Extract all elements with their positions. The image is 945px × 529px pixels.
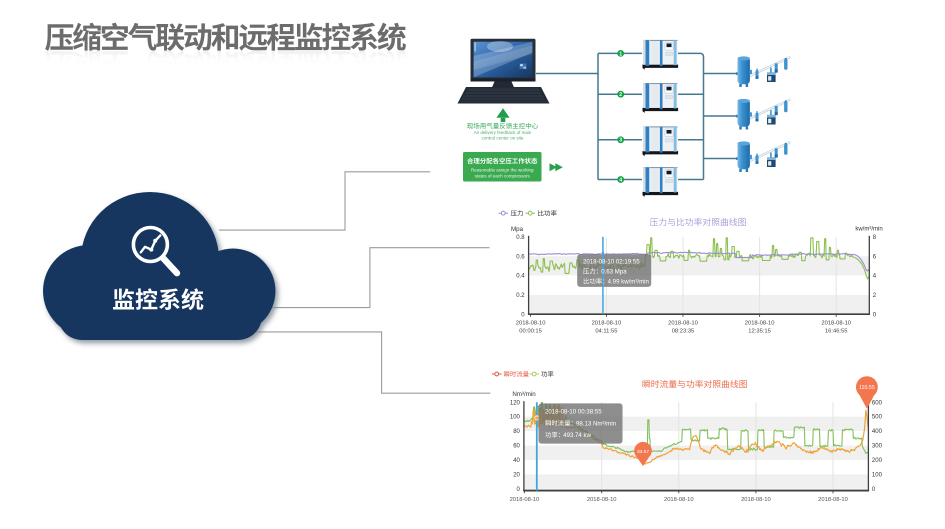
svg-text:0: 0 — [873, 312, 877, 318]
svg-text:00:00:15: 00:00:15 — [519, 328, 542, 334]
svg-text:40: 40 — [513, 458, 520, 464]
svg-text:control center on site: control center on site — [482, 135, 524, 140]
svg-text:0: 0 — [517, 487, 521, 493]
svg-text:2018-08-10: 2018-08-10 — [510, 497, 540, 503]
svg-text:2018-08-10: 2018-08-10 — [516, 320, 546, 326]
svg-text:100: 100 — [510, 415, 521, 421]
svg-text:100: 100 — [872, 472, 883, 478]
svg-text:20: 20 — [513, 472, 520, 478]
svg-text:500: 500 — [872, 415, 883, 421]
svg-text:2018-08-10: 2018-08-10 — [821, 320, 851, 326]
svg-text:60: 60 — [513, 444, 520, 450]
svg-text:110.55: 110.55 — [859, 385, 875, 391]
svg-text:2018-08-10: 2018-08-10 — [818, 497, 848, 503]
svg-text:Reasonable assign the working: Reasonable assign the working — [471, 168, 534, 173]
svg-text:80: 80 — [513, 429, 520, 435]
svg-text:200: 200 — [872, 458, 883, 464]
svg-text:0.6: 0.6 — [516, 254, 525, 260]
svg-text:Nm³/min: Nm³/min — [512, 391, 536, 398]
svg-text:2018-08-10 00:38:55: 2018-08-10 00:38:55 — [545, 408, 602, 415]
svg-text:states of each compressors: states of each compressors — [475, 173, 531, 178]
svg-text:04:11:55: 04:11:55 — [595, 328, 617, 334]
svg-text:2018-08-10: 2018-08-10 — [668, 320, 698, 326]
svg-text:98.13 Nm³/min: 98.13 Nm³/min — [576, 420, 616, 427]
svg-text:2018-08-10: 2018-08-10 — [741, 497, 771, 503]
svg-text:2018-08-10: 2018-08-10 — [587, 497, 617, 503]
svg-text:kw/m³/min: kw/m³/min — [855, 227, 882, 233]
svg-text:8: 8 — [873, 235, 877, 241]
svg-text:16:46:55: 16:46:55 — [825, 328, 848, 334]
svg-text:12:35:15: 12:35:15 — [748, 328, 771, 334]
svg-text:0.4: 0.4 — [516, 274, 525, 280]
svg-text:0.63 Mpa: 0.63 Mpa — [601, 269, 627, 276]
svg-text:Mpa: Mpa — [511, 226, 524, 233]
svg-text:493.74 kw: 493.74 kw — [563, 432, 591, 439]
svg-text:4.99 kw/m³/min: 4.99 kw/m³/min — [608, 279, 649, 286]
svg-text:300: 300 — [872, 444, 883, 450]
svg-text:0: 0 — [872, 487, 876, 493]
svg-text:2: 2 — [619, 92, 622, 98]
svg-text:2018-08-10: 2018-08-10 — [745, 320, 775, 326]
svg-text:600: 600 — [872, 400, 883, 406]
svg-text:120: 120 — [510, 400, 521, 406]
svg-text:33.87: 33.87 — [637, 449, 649, 455]
svg-text:6: 6 — [873, 254, 877, 260]
svg-text:2018-08-10 02:19:55: 2018-08-10 02:19:55 — [583, 258, 640, 265]
svg-text:1: 1 — [619, 51, 622, 57]
svg-text:0: 0 — [521, 312, 525, 318]
svg-text:3: 3 — [619, 138, 622, 144]
svg-text:4: 4 — [619, 177, 622, 183]
svg-text:2018-08-10: 2018-08-10 — [664, 497, 694, 503]
svg-text:08:23:35: 08:23:35 — [672, 328, 695, 334]
svg-text:0.8: 0.8 — [516, 235, 525, 241]
svg-text:2018-08-10: 2018-08-10 — [592, 320, 622, 326]
svg-text:400: 400 — [872, 429, 883, 435]
svg-text:0.2: 0.2 — [516, 293, 525, 299]
svg-text:2: 2 — [873, 293, 877, 299]
svg-text:4: 4 — [873, 274, 877, 280]
svg-text:Air delivery feedback of main: Air delivery feedback of main — [474, 130, 532, 135]
